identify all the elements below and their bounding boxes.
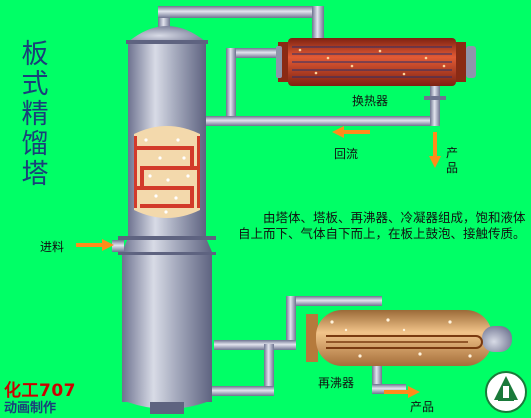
feed-arrow	[76, 239, 114, 251]
page-title: 板式精馏塔	[21, 39, 49, 190]
product-top-arrow	[429, 132, 441, 168]
product-top-pipe	[424, 84, 446, 126]
description-text: 由塔体、塔板、再沸器、冷凝器组成，饱和液体自上而下、气体自下而上，在板上鼓泡、接…	[238, 210, 526, 241]
condenser-label: 换热器	[352, 94, 389, 108]
reboiler	[306, 310, 512, 366]
condenser	[276, 38, 476, 86]
reboiler-pipes	[196, 296, 406, 396]
reflux-pipe	[206, 48, 438, 126]
product-bottom-label: 产品	[410, 400, 435, 414]
column	[112, 26, 216, 414]
reboiler-label: 再沸器	[318, 376, 355, 390]
product-bottom-arrow	[384, 386, 420, 398]
tray-section	[134, 126, 200, 218]
feed-label: 进料	[40, 240, 65, 254]
reflux-arrow	[332, 126, 370, 138]
reflux-label: 回流	[334, 147, 359, 161]
brand-subtitle: 动画制作	[4, 401, 57, 416]
emblem-logo	[485, 371, 527, 413]
brand-name: 化工707	[4, 381, 76, 401]
product-top-label: 产品	[446, 146, 459, 175]
